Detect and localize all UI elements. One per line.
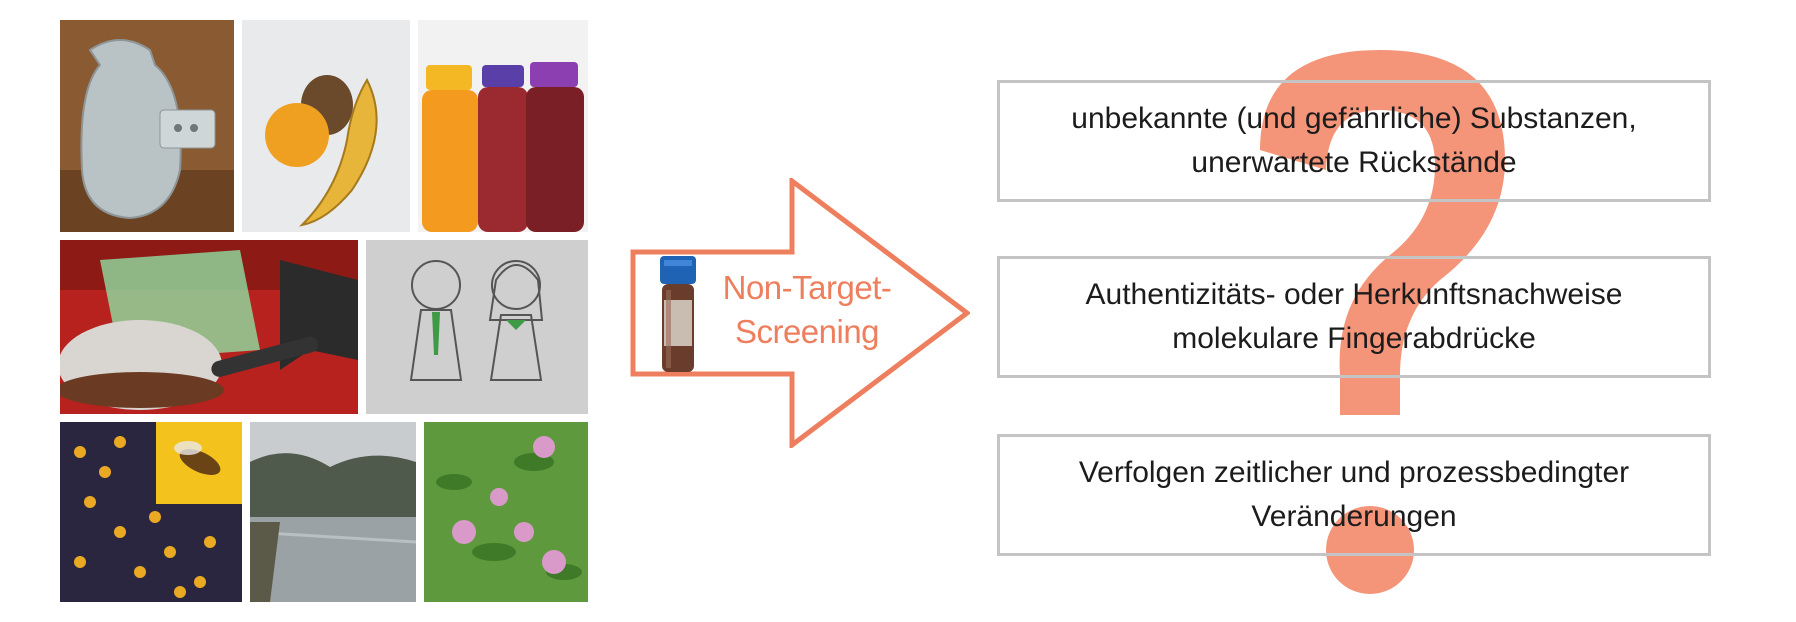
- photo-hot-water-bottle: [60, 20, 234, 232]
- photo-sketch: [366, 240, 588, 414]
- photo-collage: [60, 20, 588, 602]
- photo-clover-meadow: [424, 422, 588, 602]
- info-box-1-line1: unbekannte (und gefährliche) Substanzen,: [1071, 102, 1637, 135]
- arrow-label: Non-Target- Screening: [712, 266, 902, 354]
- info-box-temporal-changes: Verfolgen zeitlicher und prozessbedingte…: [997, 434, 1711, 556]
- sample-vial-icon: [660, 256, 696, 372]
- arrow-label-line1: Non-Target-: [722, 269, 892, 306]
- info-box-3-line2: Veränderungen: [1251, 500, 1457, 533]
- info-box-3-line1: Verfolgen zeitlicher und prozessbedingte…: [1078, 456, 1630, 489]
- photo-fruits: [242, 20, 410, 232]
- photo-bee-pollen: [60, 422, 242, 602]
- photo-river: [250, 422, 416, 602]
- info-box-2-line2: molekulare Fingerabdrücke: [1172, 322, 1536, 355]
- info-box-1-line2: unerwartete Rückstände: [1191, 146, 1517, 179]
- info-box-2-line1: Authentizitäts- oder Herkunftsnachweise: [1085, 278, 1623, 311]
- photo-juice-bottles: [418, 20, 588, 232]
- arrow-label-line2: Screening: [734, 313, 880, 350]
- question-mark-icon: [1230, 30, 1530, 610]
- info-box-unknown-substances: unbekannte (und gefährliche) Substanzen,…: [997, 80, 1711, 202]
- non-target-screening-arrow: Non-Target- Screening: [630, 178, 970, 448]
- arrow-outline: [630, 178, 970, 448]
- photo-powder-and-funnel: [60, 240, 358, 414]
- info-box-authenticity: Authentizitäts- oder Herkunftsnachweise …: [997, 256, 1711, 378]
